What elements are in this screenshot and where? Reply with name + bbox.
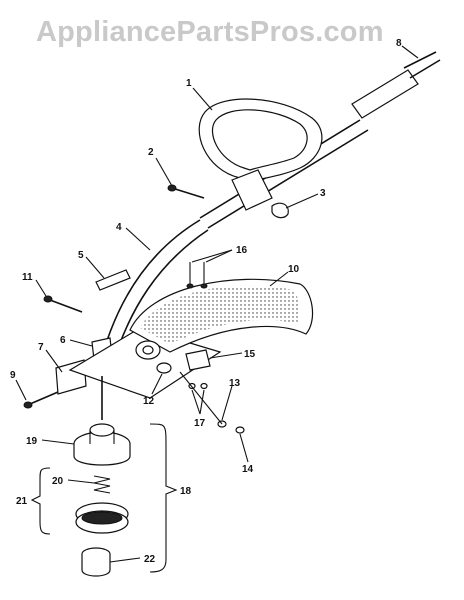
guard-plate — [95, 269, 131, 291]
spring — [93, 475, 111, 494]
bolts-16 — [186, 262, 208, 289]
callout-17: 17 — [194, 418, 206, 429]
callout-22: 22 — [144, 554, 156, 565]
callout-18: 18 — [180, 486, 192, 497]
callout-12: 12 — [143, 396, 155, 407]
callout-13: 13 — [229, 378, 241, 389]
callout-20: 20 — [52, 476, 64, 487]
screw-9 — [23, 391, 59, 409]
spool-housing — [73, 423, 131, 466]
grass-shield — [129, 278, 314, 360]
callout-10: 10 — [288, 264, 300, 275]
callout-14: 14 — [242, 464, 254, 475]
line-spool — [75, 502, 129, 534]
washer-12 — [156, 362, 172, 374]
callout-9: 9 — [10, 370, 16, 381]
callout-19: 19 — [26, 436, 38, 447]
handle-screw — [167, 184, 205, 199]
bracket-21 — [30, 467, 51, 535]
loop-handle — [198, 98, 323, 211]
leader-lines — [15, 45, 419, 563]
callout-16: 16 — [236, 245, 248, 256]
callout-5: 5 — [78, 250, 84, 261]
callout-labels: 1 2 3 4 5 6 7 8 9 10 11 12 13 14 15 16 1… — [10, 38, 402, 565]
callout-7: 7 — [38, 342, 44, 353]
callout-15: 15 — [244, 349, 256, 360]
clip-13-14 — [179, 371, 245, 434]
screw-11 — [43, 295, 83, 313]
callout-1: 1 — [186, 78, 192, 89]
callout-11: 11 — [22, 272, 33, 283]
callout-2: 2 — [148, 147, 154, 158]
callout-21: 21 — [16, 496, 28, 507]
callout-4: 4 — [116, 222, 122, 233]
handle-clamp — [271, 202, 289, 219]
bump-knob — [81, 547, 111, 577]
watermark-logo: AppliancePartsPros.com — [36, 16, 384, 48]
callout-3: 3 — [320, 188, 326, 199]
nut-block — [185, 349, 211, 371]
callout-8: 8 — [396, 38, 402, 49]
callout-6: 6 — [60, 335, 66, 346]
bracket-18 — [149, 423, 178, 573]
